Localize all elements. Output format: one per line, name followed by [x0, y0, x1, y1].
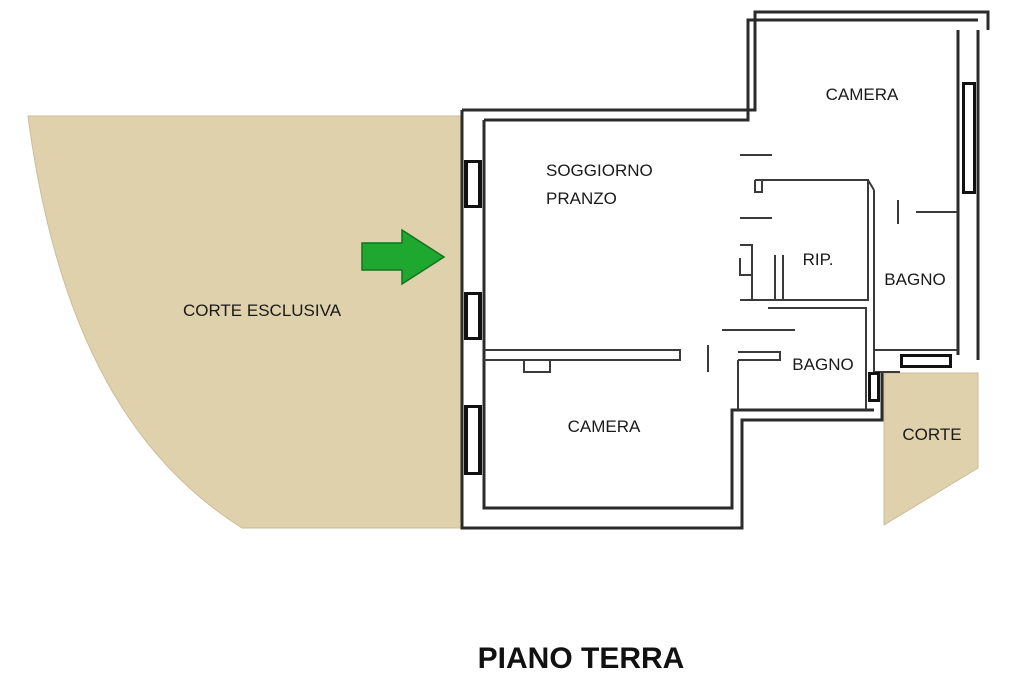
outer-walls [460, 10, 990, 530]
windows [464, 82, 976, 475]
label-bagno-right: BAGNO [884, 270, 945, 289]
label-bagno-center: BAGNO [792, 355, 853, 374]
label-corte-esclusiva: CORTE ESCLUSIVA [183, 301, 342, 320]
label-camera-top: CAMERA [826, 85, 899, 104]
label-camera-bottom: CAMERA [568, 417, 641, 436]
corte-area [883, 372, 979, 526]
label-ripostiglio: RIP. [803, 250, 834, 269]
floor-title: PIANO TERRA [478, 642, 685, 675]
label-pranzo: PRANZO [546, 189, 617, 208]
label-soggiorno: SOGGIORNO [546, 161, 653, 180]
corte-esclusiva-area [27, 115, 463, 529]
interior-walls [484, 154, 958, 410]
label-corte: CORTE [902, 425, 961, 444]
entrance-arrow-icon [361, 228, 446, 286]
